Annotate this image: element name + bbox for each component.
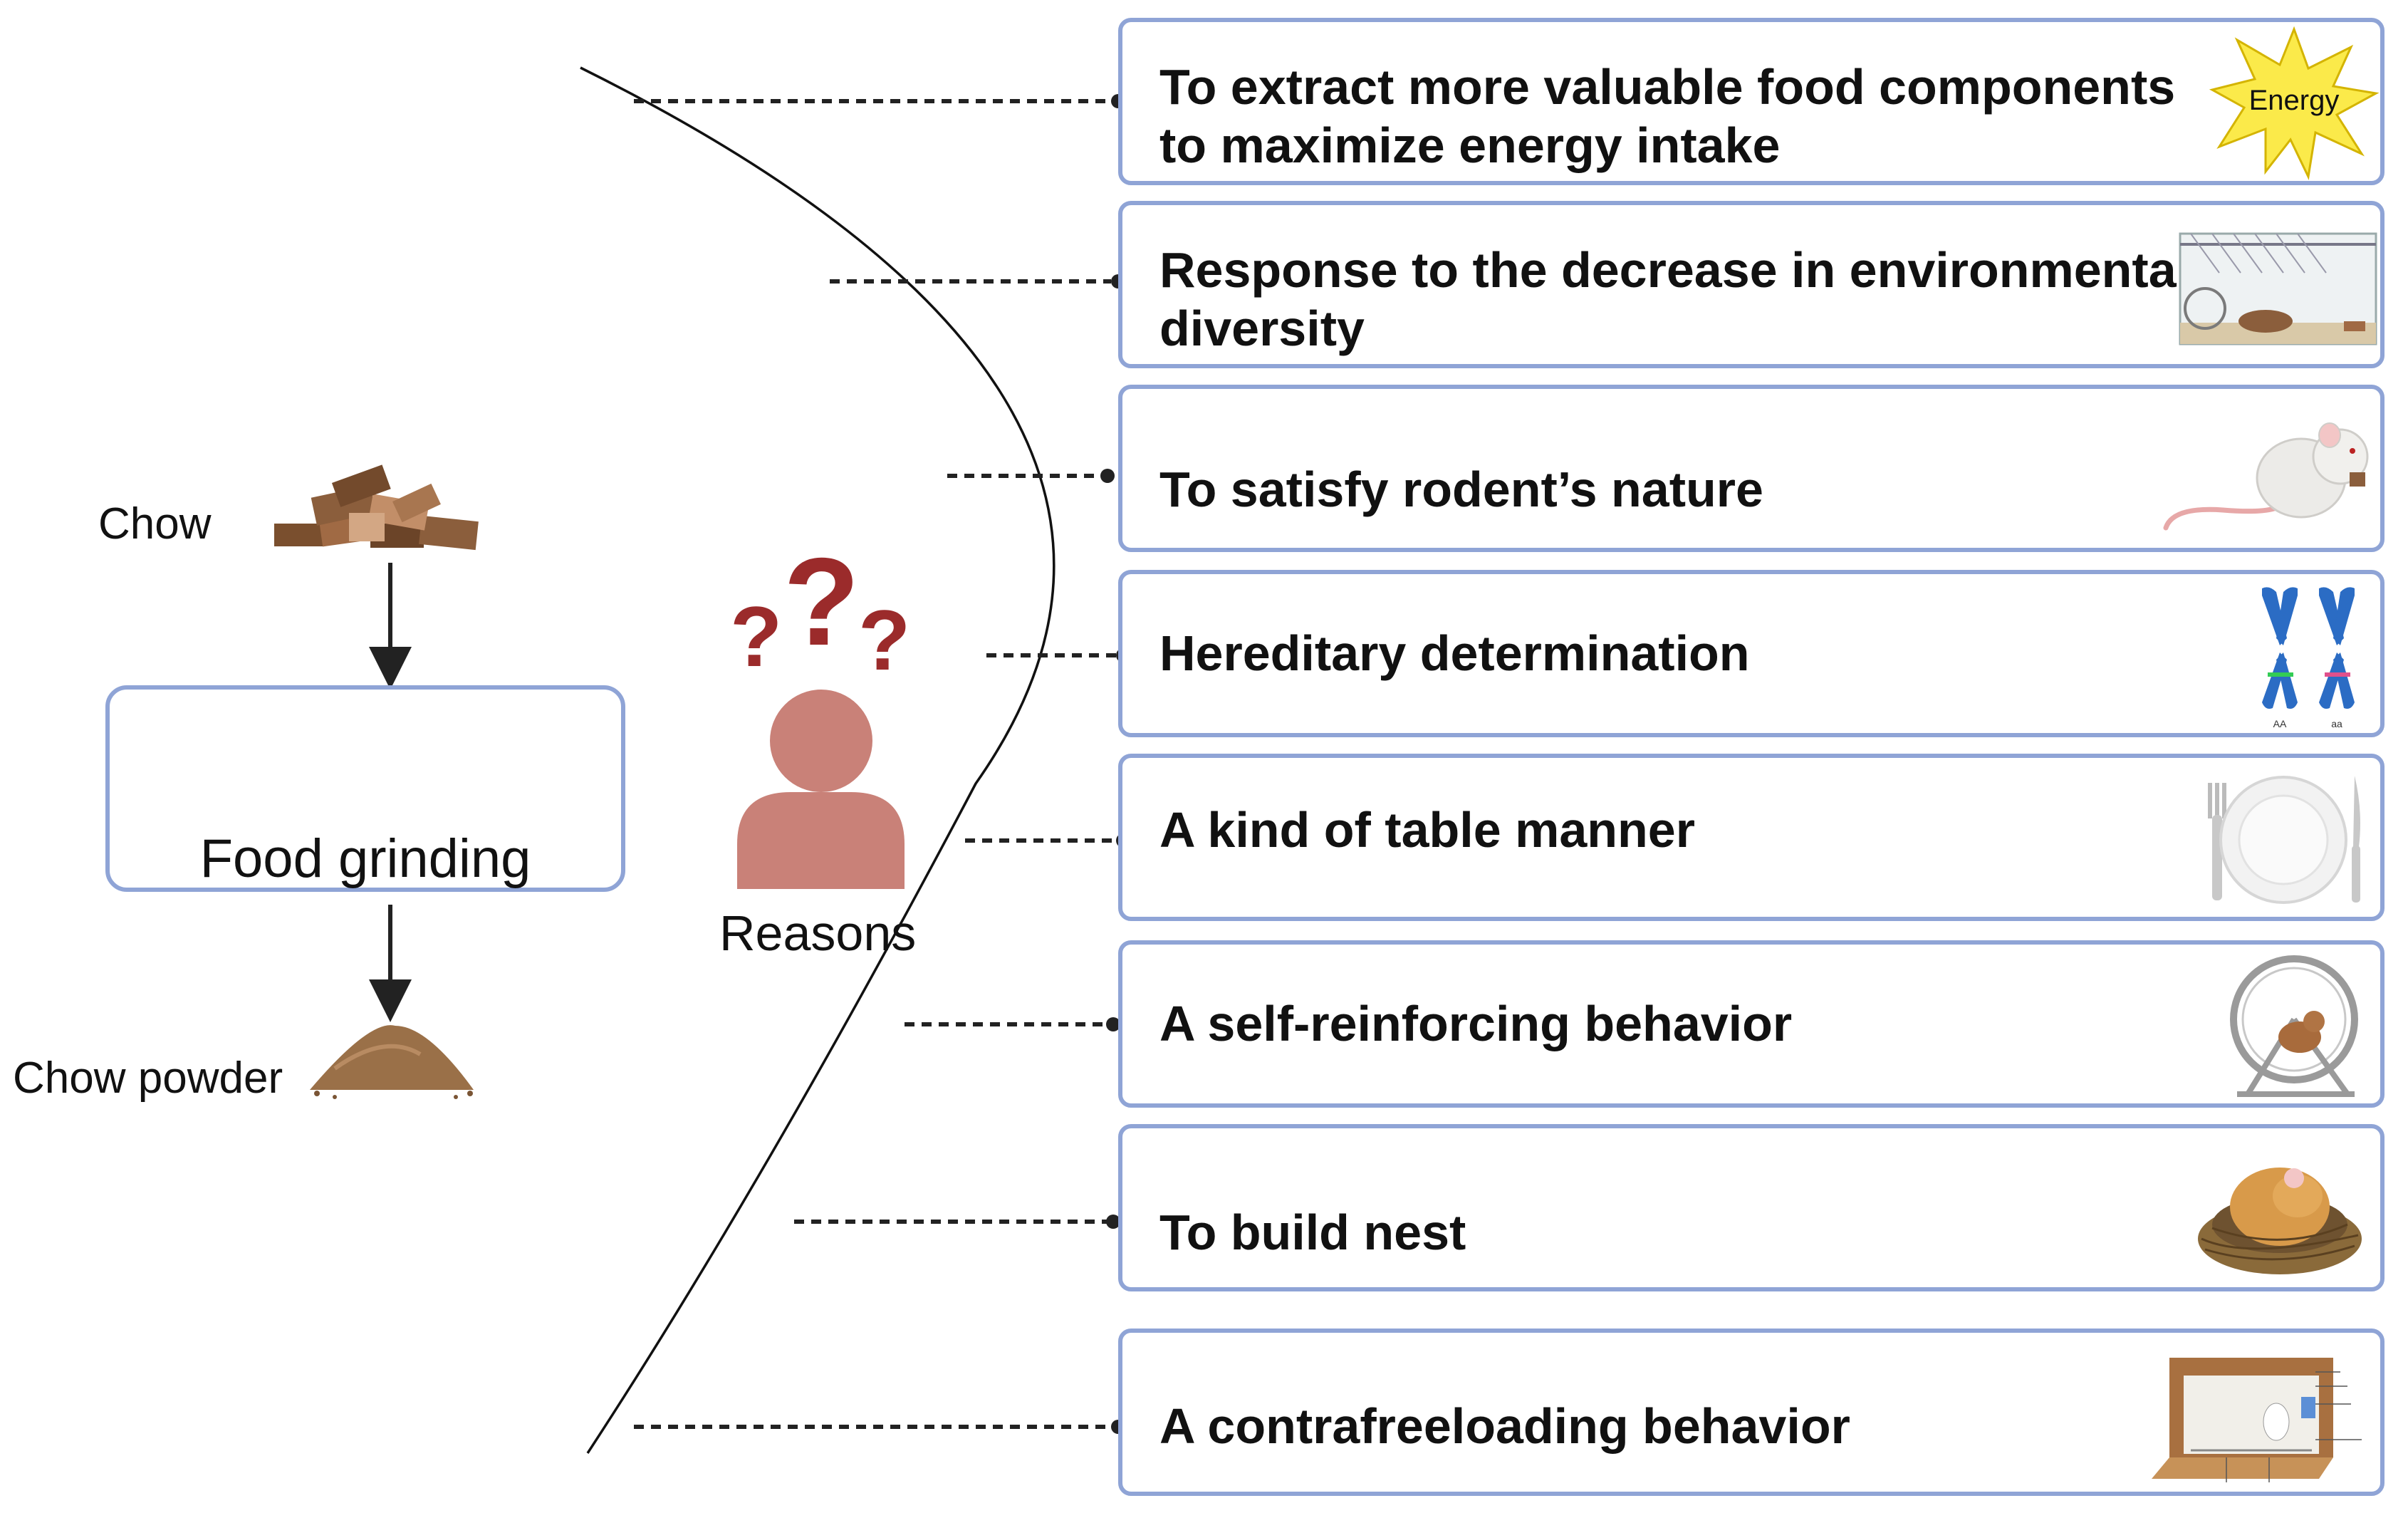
reason-box-hereditary: Hereditary determination AA aa <box>1118 570 2384 737</box>
reason-text: A contrafreeloading behavior <box>1159 1398 1850 1454</box>
svg-text:AA: AA <box>2273 718 2287 729</box>
reason-text: Response to the decrease in environmenta… <box>1159 242 2191 356</box>
reason-text: To satisfy rodent’s nature <box>1159 462 1763 517</box>
reason-box-environment: Response to the decrease in environmenta… <box>1118 201 2384 368</box>
reasons-arc <box>580 66 1056 1454</box>
reason-box-table-manner: A kind of table manner <box>1118 754 2384 921</box>
running-wheel-icon <box>2230 955 2358 1097</box>
svg-text:Energy: Energy <box>2249 85 2340 116</box>
energy-burst-icon: Energy <box>2209 26 2380 180</box>
reason-text: A self-reinforcing behavior <box>1159 996 1793 1051</box>
reason-text: Hereditary determination <box>1159 625 1750 681</box>
person-icon <box>737 690 905 889</box>
food-grinding-label: Food grinding <box>199 828 531 889</box>
chow-label: Chow <box>98 499 212 548</box>
chromosomes-icon: AA aa <box>2262 587 2355 729</box>
rodent-cage-icon <box>2179 232 2377 345</box>
svg-text:?: ? <box>730 589 782 685</box>
reason-box-nest: To build nest <box>1118 1124 2384 1291</box>
svg-text:?: ? <box>783 533 860 672</box>
connector-lines <box>634 99 1118 1429</box>
chow-icon <box>274 464 479 551</box>
food-grinding-box: Food grinding <box>105 685 625 892</box>
reason-box-nature: To satisfy rodent’s nature <box>1118 385 2384 552</box>
svg-text:aa: aa <box>2331 718 2342 729</box>
chow-powder-label: Chow powder <box>13 1054 283 1103</box>
reason-box-energy: To extract more valuable food components… <box>1118 18 2384 185</box>
reason-text: To extract more valuable food components… <box>1159 59 2176 173</box>
reason-text: To build nest <box>1159 1205 1466 1260</box>
reason-box-contrafreeloading: A contrafreeloading behavior <box>1118 1329 2384 1496</box>
question-marks-icon: ? ? ? <box>730 533 910 688</box>
operant-chamber-icon <box>2152 1358 2362 1482</box>
mouse-icon <box>2163 422 2369 531</box>
svg-text:?: ? <box>858 593 910 688</box>
nest-icon <box>2198 1168 2362 1274</box>
chow-powder-icon <box>310 1025 474 1099</box>
reason-box-self-reinforcing: A self-reinforcing behavior <box>1118 940 2384 1108</box>
reasons-label: Reasons <box>719 905 917 961</box>
reason-text: A kind of table manner <box>1159 802 1695 858</box>
plate-cutlery-icon <box>2208 776 2360 904</box>
